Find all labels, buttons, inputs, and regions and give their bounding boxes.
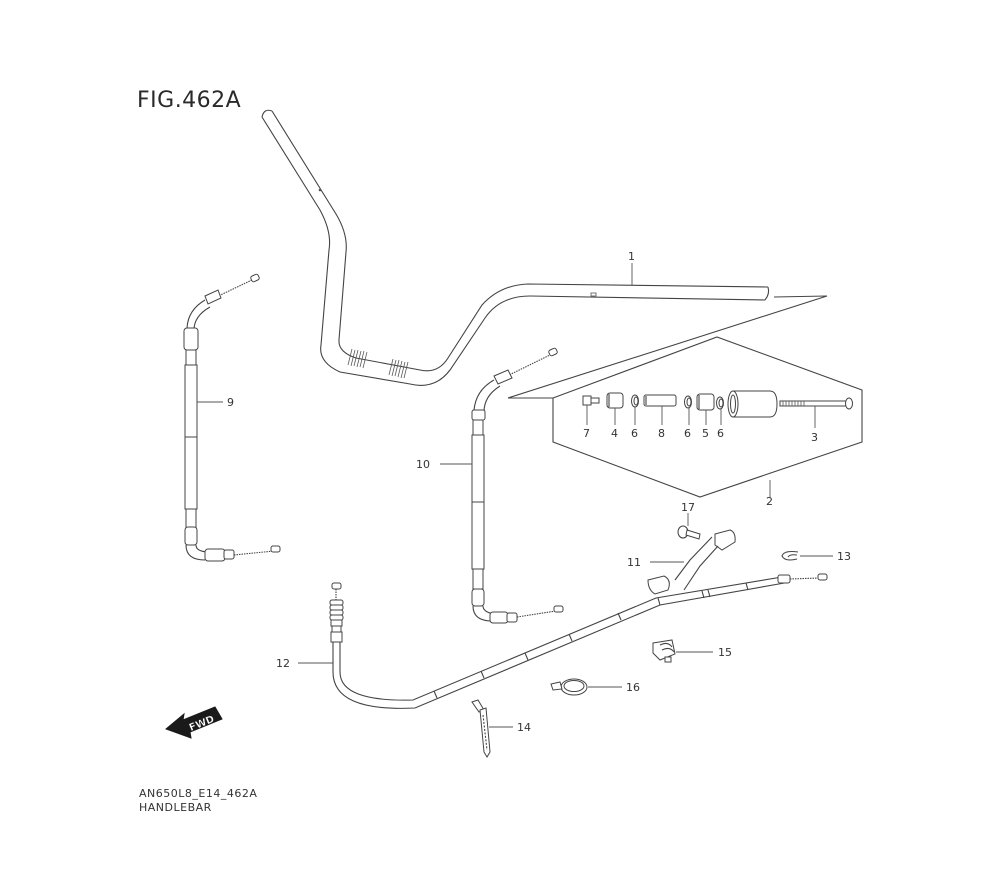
callout-2[interactable]: 2 bbox=[766, 495, 773, 508]
callout-4[interactable]: 4 bbox=[611, 427, 618, 440]
nut-part-7[interactable] bbox=[582, 395, 600, 406]
arrow-left-icon bbox=[165, 706, 223, 739]
figure-title: FIG.462A bbox=[137, 88, 242, 113]
clamp-part-16[interactable] bbox=[550, 678, 588, 696]
callout-8[interactable]: 8 bbox=[658, 427, 665, 440]
spacer-part-4[interactable] bbox=[606, 392, 624, 409]
cushion-part-6a[interactable] bbox=[631, 394, 639, 408]
balancer-set-group bbox=[507, 295, 863, 498]
callout-16[interactable]: 16 bbox=[626, 681, 640, 694]
callout-12[interactable]: 12 bbox=[276, 657, 290, 670]
callout-6b[interactable]: 6 bbox=[684, 427, 691, 440]
balancer-weight[interactable] bbox=[727, 390, 778, 418]
callout-6a[interactable]: 6 bbox=[631, 427, 638, 440]
fwd-direction-badge: FWD bbox=[165, 706, 223, 739]
callout-1[interactable]: 1 bbox=[628, 250, 635, 263]
callout-17[interactable]: 17 bbox=[681, 501, 695, 514]
callout-13[interactable]: 13 bbox=[837, 550, 851, 563]
figure-footer: AN650L8_E14_462A HANDLEBAR bbox=[139, 787, 257, 815]
clamp-part-11[interactable] bbox=[647, 529, 736, 595]
handlebar-part[interactable] bbox=[261, 109, 770, 386]
callout-15[interactable]: 15 bbox=[718, 646, 732, 659]
cable-part-9[interactable] bbox=[183, 273, 281, 562]
clamp-part-15[interactable] bbox=[652, 639, 676, 663]
callout-11[interactable]: 11 bbox=[627, 556, 641, 569]
section-name: HANDLEBAR bbox=[139, 801, 212, 814]
spacer-part-5[interactable] bbox=[696, 393, 715, 411]
spacer-part-8[interactable] bbox=[643, 394, 677, 407]
cushion-part-6c[interactable] bbox=[716, 396, 724, 410]
callout-3[interactable]: 3 bbox=[811, 431, 818, 444]
model-code: AN650L8_E14_462A bbox=[139, 787, 258, 800]
cable-part-10[interactable] bbox=[471, 347, 564, 624]
cushion-part-6b[interactable] bbox=[684, 395, 692, 409]
cable-tie-part-14[interactable] bbox=[471, 699, 491, 758]
callout-5[interactable]: 5 bbox=[702, 427, 709, 440]
screw-part-17[interactable] bbox=[677, 525, 701, 540]
callout-7[interactable]: 7 bbox=[583, 427, 590, 440]
callout-10[interactable]: 10 bbox=[416, 458, 430, 471]
callout-14[interactable]: 14 bbox=[517, 721, 531, 734]
bolt-part-3[interactable] bbox=[779, 397, 853, 410]
callout-9[interactable]: 9 bbox=[227, 396, 234, 409]
callout-6c[interactable]: 6 bbox=[717, 427, 724, 440]
e-clip-part-13[interactable] bbox=[781, 550, 799, 561]
cable-part-12[interactable] bbox=[329, 573, 828, 709]
